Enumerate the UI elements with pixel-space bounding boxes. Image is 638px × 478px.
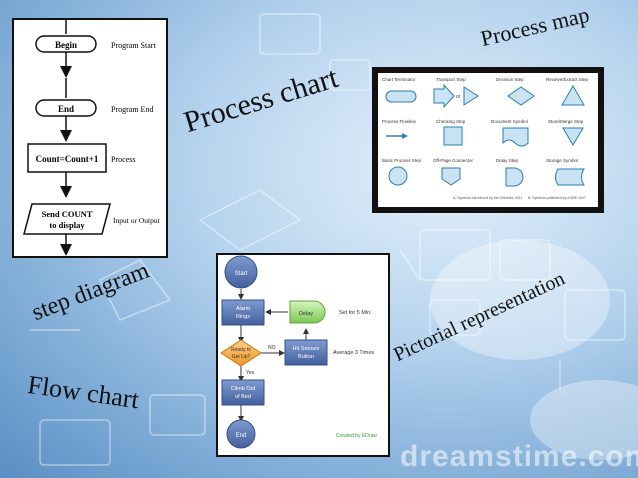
alarm-flowchart-panel: Start Alarm Rings Delay Set for 5 Min. R…	[216, 253, 390, 457]
document-symbol	[502, 127, 529, 147]
footnote-b: B. Symbols published by ASME 1947	[528, 196, 586, 200]
symbol-label: Basic Process Step	[382, 158, 422, 163]
snooze-label-line1: Hit Snooze	[293, 346, 320, 352]
process-shape	[27, 143, 107, 173]
process-map-panel: Chart Terminator Transport Step Decision…	[372, 67, 604, 213]
credit-label: Created by EDraw	[336, 433, 377, 439]
io-label-line1: Send COUNT	[42, 209, 93, 219]
store-merge-symbol	[562, 127, 584, 146]
symbol-label: Store/Merge Step	[548, 119, 584, 124]
alarm-label-line2: Rings	[236, 314, 250, 320]
storage-symbol	[555, 168, 585, 186]
transport-step-symbol	[433, 83, 455, 109]
process-label: Count=Count+1	[36, 154, 99, 164]
start-node	[224, 255, 258, 289]
delay-step-symbol	[505, 167, 524, 187]
symbol-label: Delay Step	[496, 158, 519, 163]
climb-out-node	[221, 379, 265, 406]
receive-extract-symbol	[561, 85, 585, 106]
io-shape	[23, 203, 111, 235]
process-meaning-label: Process	[111, 155, 135, 164]
symbol-label: Storage Symbol	[546, 158, 578, 163]
start-label: Start	[235, 271, 248, 277]
input-output-label: Input or Output	[113, 216, 161, 225]
symbol-label: Checking Step	[436, 119, 466, 124]
watermark: dreamstime.com	[400, 440, 638, 473]
symbol-label: Off-Page Connector	[433, 158, 473, 163]
end-label: End	[236, 433, 247, 439]
delay-label: Delay	[299, 311, 313, 317]
average-label: Average 3 Times	[333, 350, 374, 356]
climb-label-line2: of Bed	[235, 394, 251, 400]
program-start-label: Program Start	[111, 41, 156, 50]
checking-step-symbol	[443, 126, 463, 146]
flowchart-symbols-panel: Begin Program Start End Program End Coun…	[12, 18, 168, 258]
process-map-svg: Chart Terminator Transport Step Decision…	[382, 77, 589, 200]
symbol-label: Decision Step	[496, 77, 524, 82]
delay-node	[289, 300, 326, 324]
decision-step-symbol	[507, 86, 535, 106]
hit-snooze-node	[284, 339, 328, 366]
program-end-label: Program End	[111, 105, 153, 114]
ready-label-line1: Ready to	[231, 347, 251, 353]
alarm-flowchart-svg: Start Alarm Rings Delay Set for 5 Min. R…	[220, 255, 377, 449]
symbol-label: Document Symbol	[491, 119, 528, 124]
process-flowline-arrowhead	[402, 133, 408, 139]
or-label: or	[456, 94, 461, 100]
ready-decision-node	[220, 339, 262, 367]
ready-label-line2: Get Up?	[232, 354, 251, 360]
yes-label: Yes	[246, 370, 255, 376]
end-label: End	[58, 104, 74, 114]
off-page-connector-symbol	[441, 167, 461, 186]
symbol-label: Process Flowline	[382, 119, 417, 124]
chart-terminator-symbol	[385, 90, 417, 103]
footnote-a: A. Symbols introduced by the Gilbreths 1…	[453, 196, 522, 200]
basic-process-step-symbol	[388, 166, 408, 186]
symbol-label: Receive/Extract Step	[546, 77, 589, 82]
io-label-line2: to display	[49, 220, 85, 230]
no-label: NO	[268, 345, 276, 351]
alarm-label-line1: Alarm	[236, 306, 251, 312]
climb-label-line1: Climb Out	[231, 386, 256, 392]
snooze-label-line2: Button	[298, 354, 314, 360]
flowchart-symbols-svg: Begin Program Start End Program End Coun…	[23, 20, 161, 256]
begin-label: Begin	[55, 40, 77, 50]
set-for-label: Set for 5 Min.	[339, 310, 372, 316]
symbol-label: Transport Step	[436, 77, 466, 82]
transport-step-alt-symbol	[463, 86, 479, 106]
end-node	[226, 419, 256, 449]
symbol-label: Chart Terminator	[382, 77, 416, 82]
alarm-rings-node	[221, 299, 265, 326]
